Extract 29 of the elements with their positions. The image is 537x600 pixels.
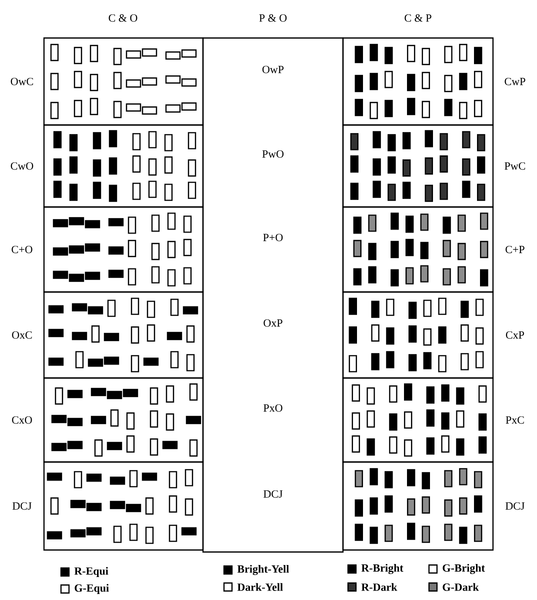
panel-label: CwO (10, 162, 34, 170)
column-heading: C & P (404, 14, 432, 22)
panel-label: OwC (10, 78, 33, 86)
legend-label: Bright-Yell (237, 564, 289, 576)
legend-label: G-Dark (442, 583, 479, 591)
panel-label: CxO (12, 416, 32, 424)
column-heading: C & O (108, 14, 138, 22)
row-label: OwP (262, 66, 284, 74)
row-label: DCJ (264, 490, 283, 498)
legend-label: R-Dark (361, 583, 398, 591)
panel-label: PxC (506, 416, 524, 424)
panel-label: C+O (12, 246, 32, 254)
column-heading: P & O (259, 14, 287, 22)
legend-label: Dark-Yell (237, 583, 283, 591)
panel-label: CwP (504, 78, 526, 86)
panel-label: C+P (506, 246, 524, 254)
legend-label: R-Bright (361, 564, 404, 574)
panel-label: PwC (504, 162, 526, 170)
legend-label: G-Bright (442, 564, 485, 574)
panel-label: DCJ (12, 502, 32, 510)
row-label: P+O (263, 234, 283, 242)
panel-label: OxC (12, 331, 32, 339)
row-label: PxO (264, 404, 282, 412)
panel-label: DCJ (506, 502, 525, 510)
panel-label: CxP (506, 331, 524, 339)
row-label: PwO (262, 150, 284, 158)
legend-label: G-Equi (74, 584, 109, 594)
row-label: OxP (264, 319, 282, 327)
legend-label: R-Equi (74, 567, 108, 577)
